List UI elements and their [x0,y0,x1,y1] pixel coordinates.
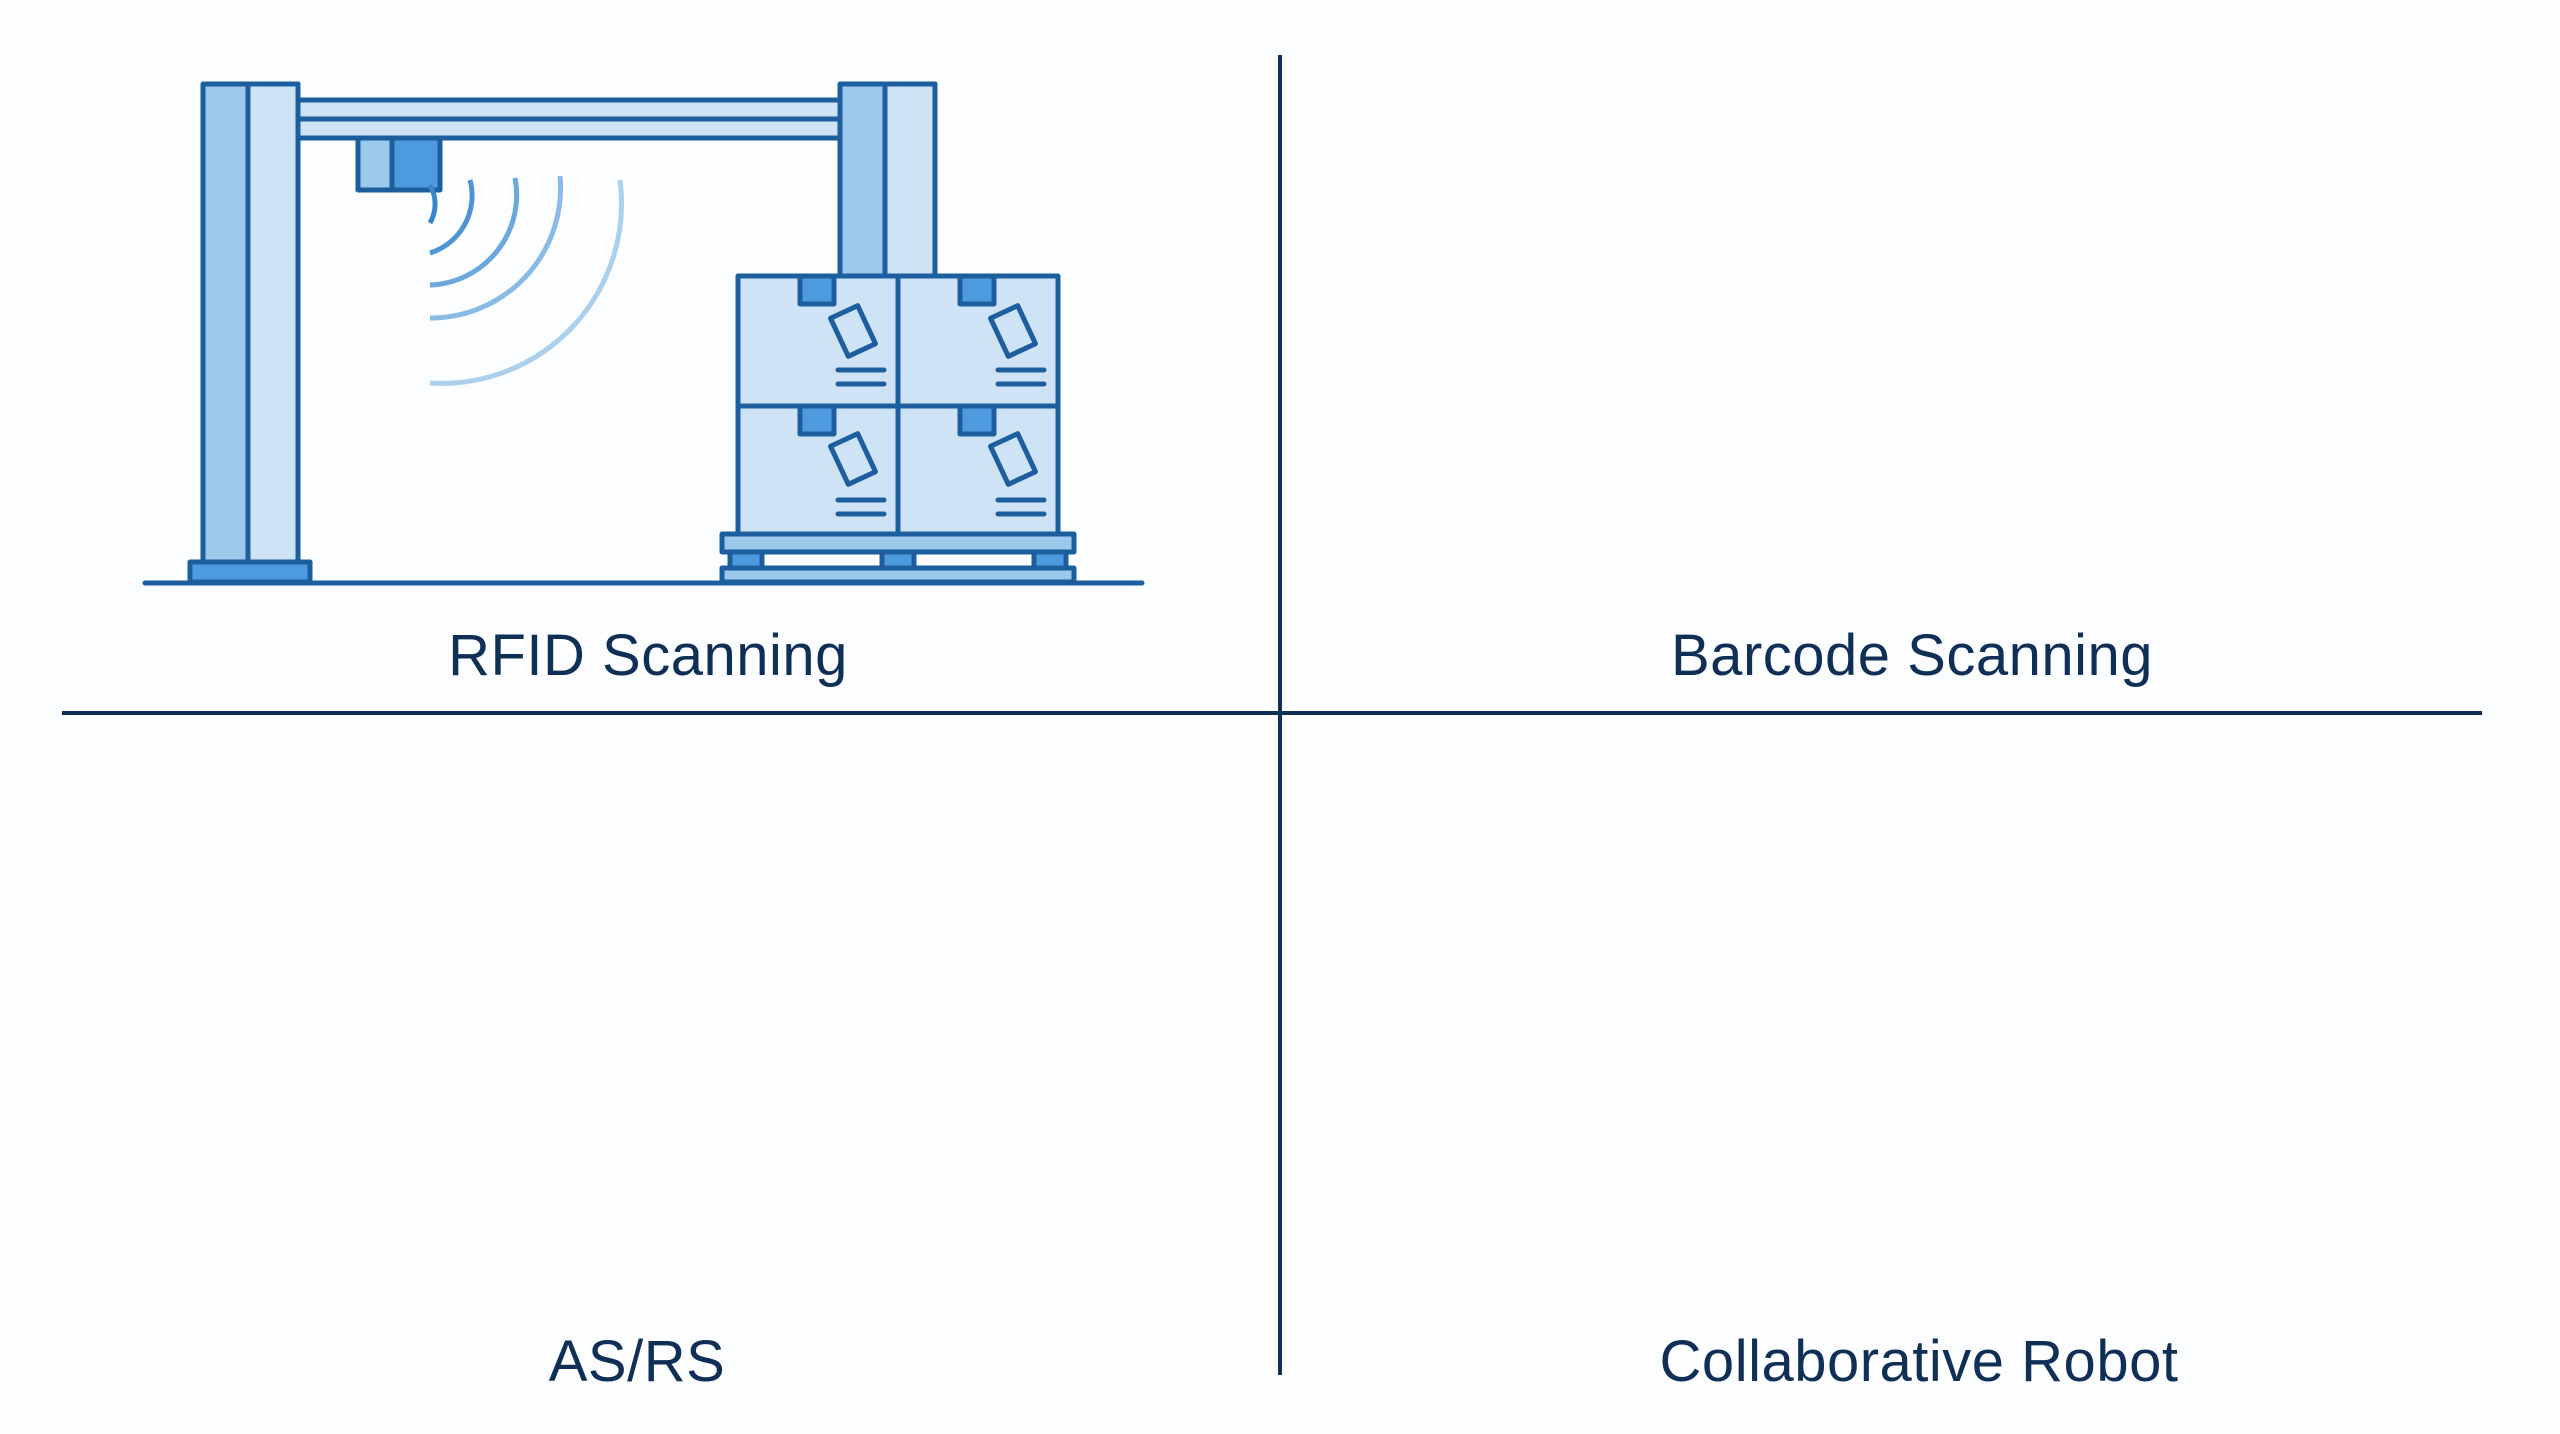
caption-collaborative-robot: Collaborative Robot [1659,1329,2179,1394]
caption-rfid-scanning: RFID Scanning [448,623,848,688]
rfid-gate-icon [142,81,1145,586]
caption-barcode-scanning: Barcode Scanning [1671,623,2153,688]
caption-asrs: AS/RS [548,1329,726,1394]
